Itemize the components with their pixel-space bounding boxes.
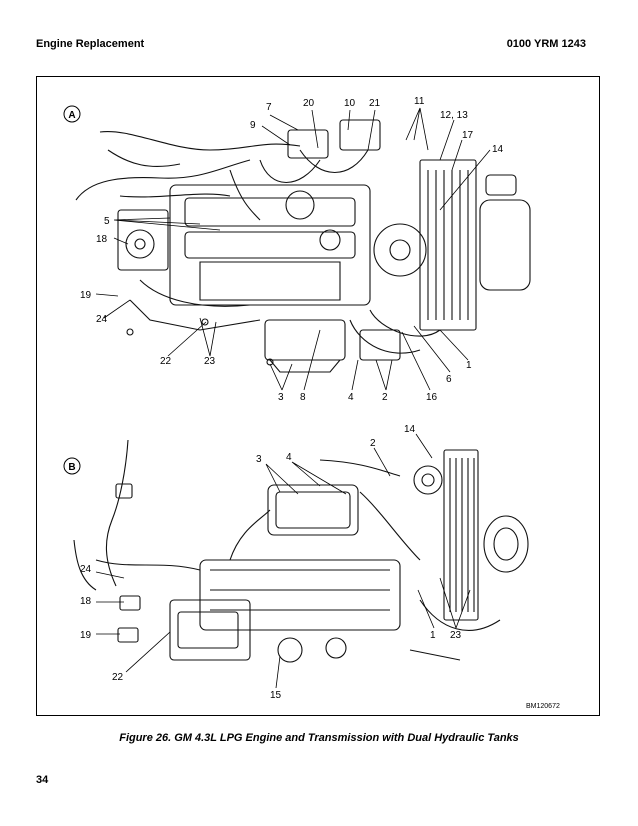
callout-5: 5 (104, 216, 110, 227)
callout-24: 24 (96, 314, 108, 325)
figure-caption: Figure 26. GM 4.3L LPG Engine and Transm… (119, 732, 519, 744)
callout-b-22: 22 (112, 672, 124, 683)
drawing-id: BM120672 (526, 703, 560, 710)
panel-b-callouts: 2 14 3 4 24 18 19 22 15 1 23 (80, 424, 462, 701)
callout-14: 14 (492, 144, 504, 155)
document-code: 0100 YRM 1243 (506, 38, 586, 50)
panel-a-engine-drawing (75, 119, 531, 373)
callout-b-23: 23 (450, 630, 462, 641)
callout-b-18: 18 (80, 596, 92, 607)
callout-7: 7 (266, 102, 272, 113)
callout-b-24: 24 (80, 564, 92, 575)
callout-3: 3 (278, 392, 284, 403)
panel-a-callouts: 7 20 10 21 11 9 12, 13 17 14 5 18 19 24 … (80, 96, 504, 403)
callout-22: 22 (160, 356, 172, 367)
callout-b-3: 3 (256, 454, 262, 465)
callout-12-13: 12, 13 (440, 110, 468, 121)
callout-b-14: 14 (404, 424, 416, 435)
page-number: 34 (36, 774, 49, 786)
callout-b-19: 19 (80, 630, 92, 641)
callout-b-1: 1 (430, 630, 436, 641)
callout-8: 8 (300, 392, 306, 403)
figure-frame (36, 76, 600, 716)
panel-b-letter: B (68, 462, 75, 473)
callout-19: 19 (80, 290, 92, 301)
callout-16: 16 (426, 392, 438, 403)
callout-10: 10 (344, 98, 356, 109)
callout-4: 4 (348, 392, 354, 403)
panel-b-leaders (95, 433, 471, 689)
callout-b-4: 4 (286, 452, 292, 463)
callout-6: 6 (446, 374, 452, 385)
callout-b-15: 15 (270, 690, 282, 701)
section-title: Engine Replacement (36, 38, 145, 50)
callout-9: 9 (250, 120, 256, 131)
callout-2: 2 (382, 392, 388, 403)
panel-b: B (63, 424, 560, 710)
panel-a-badge (63, 105, 81, 123)
callout-1: 1 (466, 360, 472, 371)
panel-a-letter: A (68, 110, 75, 121)
callout-23: 23 (204, 356, 216, 367)
panel-b-badge (63, 457, 81, 475)
panel-a-leaders (95, 107, 491, 391)
panel-b-engine-drawing (73, 439, 529, 663)
callout-17: 17 (462, 130, 474, 141)
callout-18: 18 (96, 234, 108, 245)
callout-11: 11 (414, 96, 425, 107)
panel-a: A (63, 96, 531, 403)
callout-20: 20 (303, 98, 315, 109)
callout-b-2: 2 (370, 438, 376, 449)
callout-21: 21 (369, 98, 381, 109)
